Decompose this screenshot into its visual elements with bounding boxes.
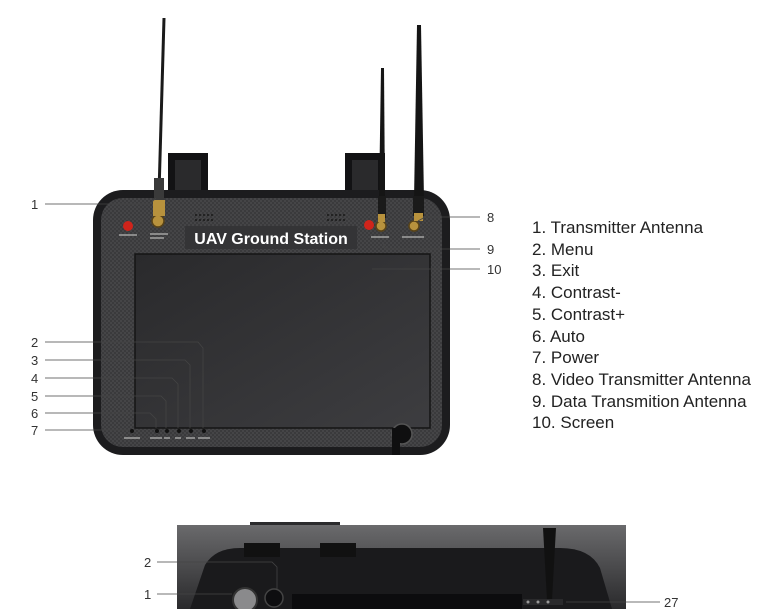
ground-station-open-view bbox=[177, 522, 626, 609]
power-button bbox=[130, 429, 134, 433]
legend-item-exit: 3. Exit bbox=[532, 261, 580, 281]
auto-button bbox=[155, 429, 159, 433]
callout-1: 1 bbox=[31, 197, 38, 212]
callout-7: 7 bbox=[31, 423, 38, 438]
legend-item-screen: 10. Screen bbox=[532, 413, 615, 433]
callout-4: 4 bbox=[31, 371, 38, 386]
legend-item-data-antenna: 9. Data Transmition Antenna bbox=[532, 391, 747, 411]
leader-lines-bottom bbox=[157, 561, 660, 603]
exit-button bbox=[189, 429, 193, 433]
knob-left bbox=[264, 588, 284, 608]
callout-2: 2 bbox=[31, 335, 38, 350]
data-antenna-port bbox=[375, 220, 387, 232]
data-transmission-antenna bbox=[378, 68, 386, 222]
legend-item-video-antenna: 8. Video Transmitter Antenna bbox=[532, 369, 751, 389]
callout-numbers-top: 1 2 3 4 5 6 7 8 9 10 bbox=[31, 197, 501, 438]
inner-screen-edge bbox=[292, 594, 522, 609]
component-legend: 1. Transmitter Antenna 2. Menu 3. Exit 4… bbox=[532, 217, 751, 434]
contrast-plus-button bbox=[165, 429, 169, 433]
speaker-grille-left bbox=[195, 214, 213, 221]
callout-8: 8 bbox=[487, 210, 494, 225]
open-case-lid bbox=[190, 548, 612, 609]
callout-6: 6 bbox=[31, 406, 38, 421]
video-antenna-port bbox=[408, 220, 420, 232]
legend-item-contrast-plus: 5. Contrast+ bbox=[532, 304, 626, 324]
callout-5: 5 bbox=[31, 389, 38, 404]
legend-item-contrast-minus: 4. Contrast- bbox=[532, 283, 621, 303]
contrast-minus-button bbox=[177, 429, 181, 433]
display-screen bbox=[134, 253, 431, 429]
callout-3: 3 bbox=[31, 353, 38, 368]
control-buttons bbox=[124, 429, 210, 439]
device-title: UAV Ground Station bbox=[194, 231, 347, 248]
callout-9: 9 bbox=[487, 242, 494, 257]
joystick-left bbox=[232, 587, 258, 609]
speaker-grille-right bbox=[327, 214, 345, 221]
legend-item-menu: 2. Menu bbox=[532, 239, 594, 259]
ground-station-top-view: UAV Ground Station bbox=[93, 17, 450, 455]
callout-bottom-2: 2 bbox=[144, 555, 151, 570]
red-button-left bbox=[123, 221, 133, 231]
callout-10: 10 bbox=[487, 262, 501, 277]
transmitter-antenna-port bbox=[151, 214, 165, 228]
menu-button bbox=[202, 429, 206, 433]
callout-bottom-27: 27 bbox=[664, 595, 678, 609]
callout-numbers-bottom: 2 1 27 bbox=[144, 555, 678, 609]
red-button-right bbox=[364, 220, 374, 230]
legend-item-power: 7. Power bbox=[532, 348, 600, 368]
bottom-antenna bbox=[543, 528, 556, 600]
legend-item-auto: 6. Auto bbox=[532, 326, 585, 346]
title-plate bbox=[185, 226, 357, 249]
transmitter-antenna bbox=[153, 17, 166, 216]
callout-bottom-1: 1 bbox=[144, 587, 151, 602]
legend-item-transmitter-antenna: 1. Transmitter Antenna bbox=[532, 218, 704, 237]
video-transmitter-antenna bbox=[413, 25, 424, 221]
leader-lines-top bbox=[45, 197, 480, 431]
